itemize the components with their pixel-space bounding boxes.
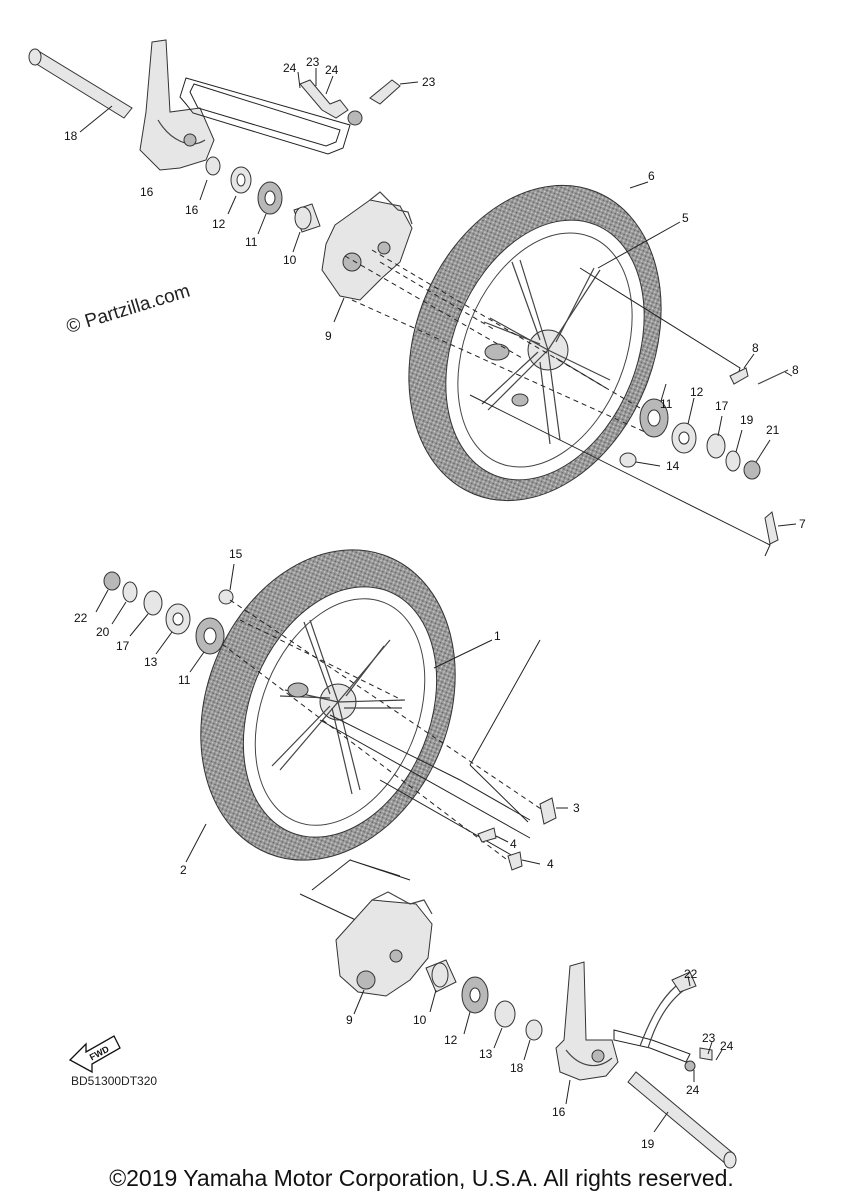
callout-label: 16 bbox=[185, 203, 199, 217]
callout-label: 23 bbox=[306, 55, 320, 69]
callout-label: 10 bbox=[413, 1013, 427, 1027]
bearing-stack-lower-right bbox=[425, 959, 543, 1061]
fork-bracket-upper bbox=[139, 39, 215, 171]
callout-label: 16 bbox=[140, 185, 154, 199]
callout-label: 4 bbox=[547, 857, 554, 871]
sensor-parts-lower bbox=[613, 971, 723, 1082]
callout-label: 18 bbox=[64, 129, 78, 143]
callout-label: 9 bbox=[346, 1013, 353, 1027]
callout-label: 18 bbox=[510, 1061, 524, 1075]
callout-label: 22 bbox=[684, 967, 698, 981]
copyright-notice: ©2019 Yamaha Motor Corporation, U.S.A. A… bbox=[109, 1165, 734, 1191]
bearing-stack-upper-left bbox=[199, 156, 321, 253]
callout-label: 11 bbox=[178, 673, 191, 687]
callout-label: 12 bbox=[212, 217, 226, 231]
callout-label: 15 bbox=[229, 547, 243, 561]
callout-label: 24 bbox=[686, 1083, 700, 1097]
callout-label: 24 bbox=[325, 63, 339, 77]
callout-label: 13 bbox=[479, 1047, 493, 1061]
callout-label: 2 bbox=[180, 863, 187, 877]
callout-label: 23 bbox=[702, 1031, 716, 1045]
callout-label: 11 bbox=[660, 397, 673, 411]
callout-label: 12 bbox=[690, 385, 704, 399]
bearing-stack-upper-right bbox=[619, 353, 797, 545]
callout-label: 21 bbox=[766, 423, 780, 437]
callout-label: 3 bbox=[573, 801, 580, 815]
sensor-harness-outline-upper bbox=[179, 77, 351, 155]
callout-label: 17 bbox=[116, 639, 130, 653]
callout-label: 19 bbox=[641, 1137, 655, 1151]
diagram-code: BD51300DT320 bbox=[71, 1074, 158, 1088]
callout-label: 10 bbox=[283, 253, 297, 267]
fwd-arrow-icon: FWD bbox=[68, 1035, 121, 1074]
callout-label: 19 bbox=[740, 413, 754, 427]
callout-label: 4 bbox=[510, 837, 517, 851]
sensor-parts-upper bbox=[297, 68, 419, 126]
callout-label: 6 bbox=[648, 169, 655, 183]
callout-label: 5 bbox=[682, 211, 689, 225]
callout-label: 24 bbox=[720, 1039, 734, 1053]
brake-caliper-upper bbox=[321, 191, 413, 323]
callout-label: 23 bbox=[422, 75, 436, 89]
callout-label: 16 bbox=[552, 1105, 566, 1119]
guide-lines-lower bbox=[221, 599, 551, 923]
axle-upper bbox=[28, 48, 133, 133]
fork-bracket-lower bbox=[555, 961, 619, 1105]
callout-label: 8 bbox=[752, 341, 759, 355]
callout-numbers-extra: 23 24 24 bbox=[283, 61, 716, 1097]
callout-label: 1 bbox=[494, 629, 501, 643]
wheel-rim-lower bbox=[271, 619, 493, 795]
callout-label: 7 bbox=[799, 517, 806, 531]
callout-numbers: 1 2 3 4 4 5 6 7 8 8 9 9 10 10 11 11 11 1… bbox=[64, 55, 806, 1151]
callout-label: 17 bbox=[715, 399, 729, 413]
callout-label: 24 bbox=[283, 61, 297, 75]
callout-label: 8 bbox=[792, 363, 799, 377]
callout-label: 20 bbox=[96, 625, 110, 639]
brake-caliper-lower bbox=[335, 891, 433, 1015]
callout-label: 14 bbox=[666, 459, 680, 473]
bearing-stack-lower-left bbox=[95, 563, 235, 673]
small-parts-lower-right bbox=[477, 797, 568, 871]
callout-label: 11 bbox=[245, 235, 258, 249]
guide-lines-upper bbox=[344, 249, 771, 557]
callout-label: 22 bbox=[74, 611, 88, 625]
callout-label: 13 bbox=[144, 655, 158, 669]
axle-lower bbox=[627, 1071, 737, 1169]
callout-label: 12 bbox=[444, 1033, 458, 1047]
callout-label: 9 bbox=[325, 329, 332, 343]
